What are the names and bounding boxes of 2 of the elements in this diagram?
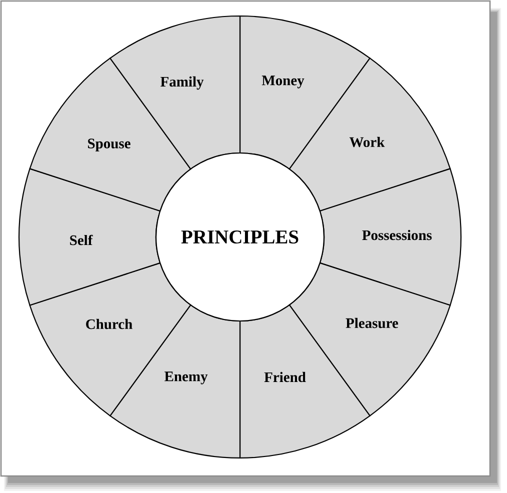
wheel-segment: Self <box>18 168 161 306</box>
wheel-segment: Possessions <box>319 168 462 306</box>
